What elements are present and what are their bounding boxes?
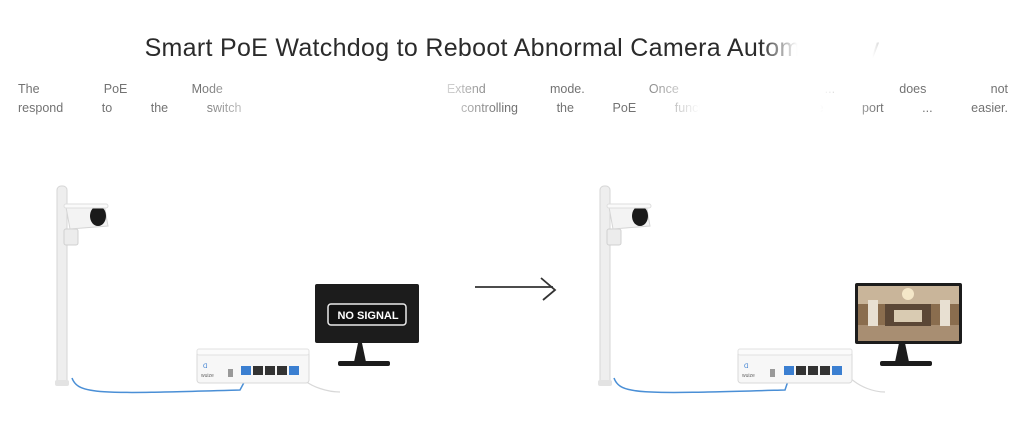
svg-text:wuize: wuize — [742, 373, 755, 379]
svg-text:ᗡ: ᗡ — [744, 364, 749, 370]
left-camera-cable — [71, 374, 249, 394]
left-monitor — [315, 284, 419, 366]
left-camera-icon — [63, 203, 109, 246]
no-signal-label: NO SIGNAL — [337, 309, 399, 322]
right-pole — [598, 185, 612, 386]
right-camera-cable — [613, 374, 791, 394]
right-poe-switch: ᗡ wuize — [737, 348, 853, 384]
svg-text:ᗡ: ᗡ — [203, 364, 208, 370]
page-title: Smart PoE Watchdog to Reboot Abnormal Ca… — [144, 34, 880, 62]
left-poe-switch: ᗡ wuize — [196, 348, 310, 384]
right-arrow-icon — [475, 277, 557, 301]
right-camera-icon — [606, 203, 652, 246]
right-monitor — [855, 283, 962, 366]
svg-text:wuize: wuize — [201, 373, 214, 379]
left-pole — [55, 185, 69, 386]
